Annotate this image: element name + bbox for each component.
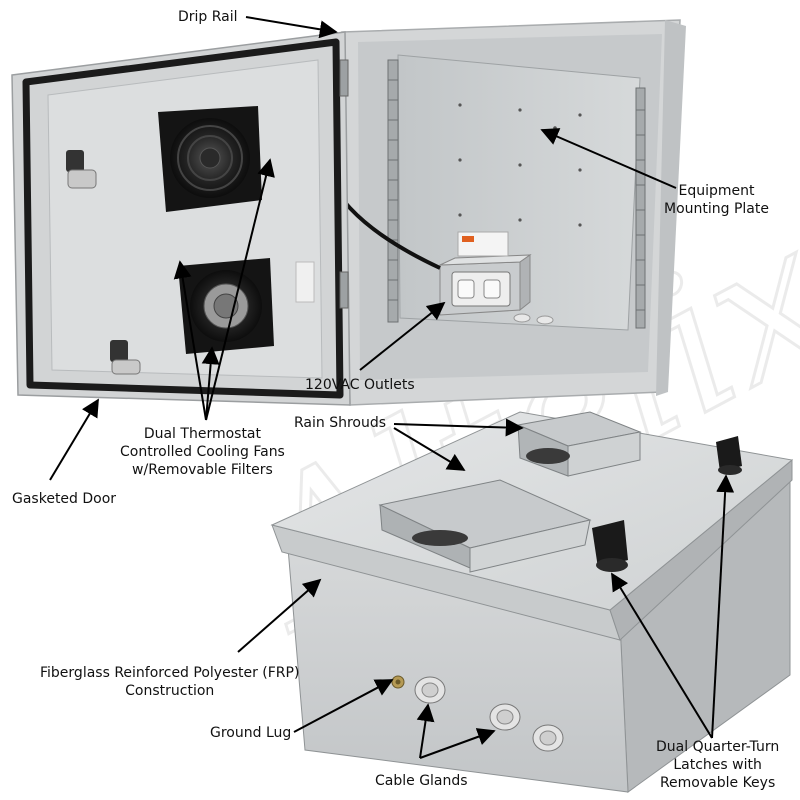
- arrow-fan-2: [201, 346, 220, 421]
- label-frp-line1: Fiberglass Reinforced Polyester (FRP): [40, 665, 300, 681]
- quarter-turn-latch-rear: [716, 436, 742, 475]
- cable-gland-2: [489, 703, 521, 731]
- label-equipment-mounting-plate-line1: Equipment: [678, 183, 755, 199]
- label-gasketed-door: Gasketed Door: [12, 491, 117, 507]
- rain-shroud-rear: [516, 411, 642, 477]
- label-cooling-fans-line2: Controlled Cooling Fans: [120, 444, 285, 460]
- door-gasket: [22, 38, 344, 399]
- open-enclosure: [11, 19, 686, 406]
- label-ground-lug: Ground Lug: [210, 725, 292, 741]
- arrow-latch-front: [611, 572, 713, 739]
- callout-arrows: [49, 16, 735, 759]
- outlet-box: [439, 231, 532, 316]
- label-outlets: 120VAC Outlets: [305, 377, 415, 393]
- label-latches: Dual Quarter-Turn Latches with Removable…: [656, 738, 779, 792]
- plate-holes: [458, 103, 582, 227]
- label-latches-line1: Dual Quarter-Turn: [656, 739, 780, 755]
- arrow-frp: [237, 578, 322, 653]
- cable-gland-1: [414, 676, 446, 704]
- quarter-turn-latch-front: [592, 520, 628, 572]
- mounting-rail-left: [387, 59, 399, 323]
- door-warning-label: [295, 261, 315, 303]
- label-cooling-fans-line1: Dual Thermostat: [143, 426, 262, 442]
- arrow-ground-lug: [293, 679, 394, 733]
- door-latch-bottom: [110, 340, 141, 375]
- label-cable-glands: Cable Glands: [375, 773, 468, 789]
- label-cooling-fans-line3: w/Removable Filters: [132, 462, 273, 478]
- arrow-rain-shroud-rear: [393, 418, 524, 437]
- door-latch-top: [66, 150, 97, 189]
- arrow-rain-shroud-front: [393, 427, 466, 471]
- rain-shroud-front: [378, 479, 592, 573]
- arrow-mounting-plate: [540, 128, 677, 189]
- label-frp-construction: Fiberglass Reinforced Polyester (FRP) Co…: [40, 664, 299, 700]
- label-latches-line3: Removable Keys: [659, 775, 776, 791]
- closed-enclosure: [270, 411, 794, 793]
- arrow-gland-2: [419, 728, 496, 759]
- arrow-outlets: [359, 301, 446, 371]
- label-frp-line2: Construction: [125, 683, 215, 699]
- cable-gland-3: [532, 724, 564, 752]
- arrow-gland-1: [416, 703, 435, 759]
- arrow-fan-3: [205, 158, 275, 421]
- label-equipment-mounting-plate-line2: Mounting Plate: [664, 201, 769, 217]
- label-equipment-mounting-plate: Equipment Mounting Plate: [664, 182, 769, 218]
- ground-lug: [391, 675, 405, 689]
- cooling-fan-top: [158, 106, 262, 212]
- grommets: [513, 313, 554, 325]
- arrow-latch-rear: [711, 474, 735, 739]
- enclosure-right-wall: [656, 20, 686, 396]
- label-rain-shrouds: Rain Shrouds: [294, 415, 387, 431]
- label-latches-line2: Latches with: [673, 757, 762, 773]
- arrow-drip-rail: [245, 16, 338, 39]
- mounting-rail-right: [635, 87, 646, 329]
- label-cooling-fans: Dual Thermostat Controlled Cooling Fans …: [120, 425, 285, 479]
- label-drip-rail: Drip Rail: [178, 9, 238, 25]
- door-hinges: [339, 59, 349, 309]
- arrow-fan-1: [173, 260, 207, 421]
- arrow-gasketed-door: [49, 398, 99, 481]
